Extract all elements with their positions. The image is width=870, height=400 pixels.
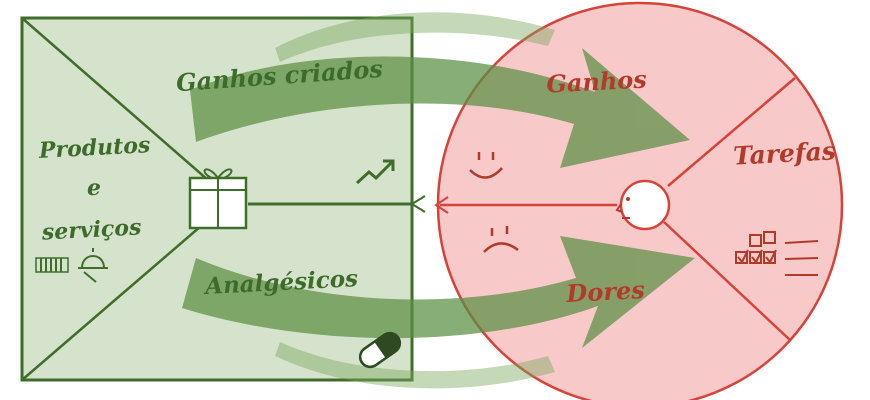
gains-label: Ganhos	[546, 64, 648, 98]
service-bell-icon	[78, 248, 108, 283]
value-map-divider-bottom	[21, 219, 209, 381]
barcode-icon	[35, 257, 69, 273]
gain-arrow-tail	[275, 12, 555, 62]
smiley-face-icon	[469, 152, 503, 179]
fit-arrows	[182, 12, 695, 389]
connector-arrowhead-red	[434, 196, 449, 214]
checklist-icon	[735, 231, 819, 276]
products-label-line2: e	[87, 175, 101, 201]
value-map-divider-top	[21, 17, 209, 181]
pill-icon	[358, 331, 402, 369]
products-label-line1: Produtos	[37, 132, 151, 164]
customer-divider-top	[667, 77, 796, 187]
sad-face-icon	[483, 226, 519, 253]
customer-divider-bottom	[663, 221, 791, 341]
gift-icon	[188, 168, 248, 230]
trend-up-icon	[355, 159, 395, 185]
jobs-label: Tarefas	[733, 136, 837, 170]
pains-label: Dores	[565, 275, 646, 308]
pain-arrow-tail	[275, 342, 555, 389]
pain-arrow	[182, 236, 695, 348]
customer-head-icon	[615, 179, 671, 231]
gain-arrow	[190, 48, 690, 168]
products-label-line3: serviços	[40, 214, 142, 245]
connector-arrowhead-green	[410, 195, 426, 213]
